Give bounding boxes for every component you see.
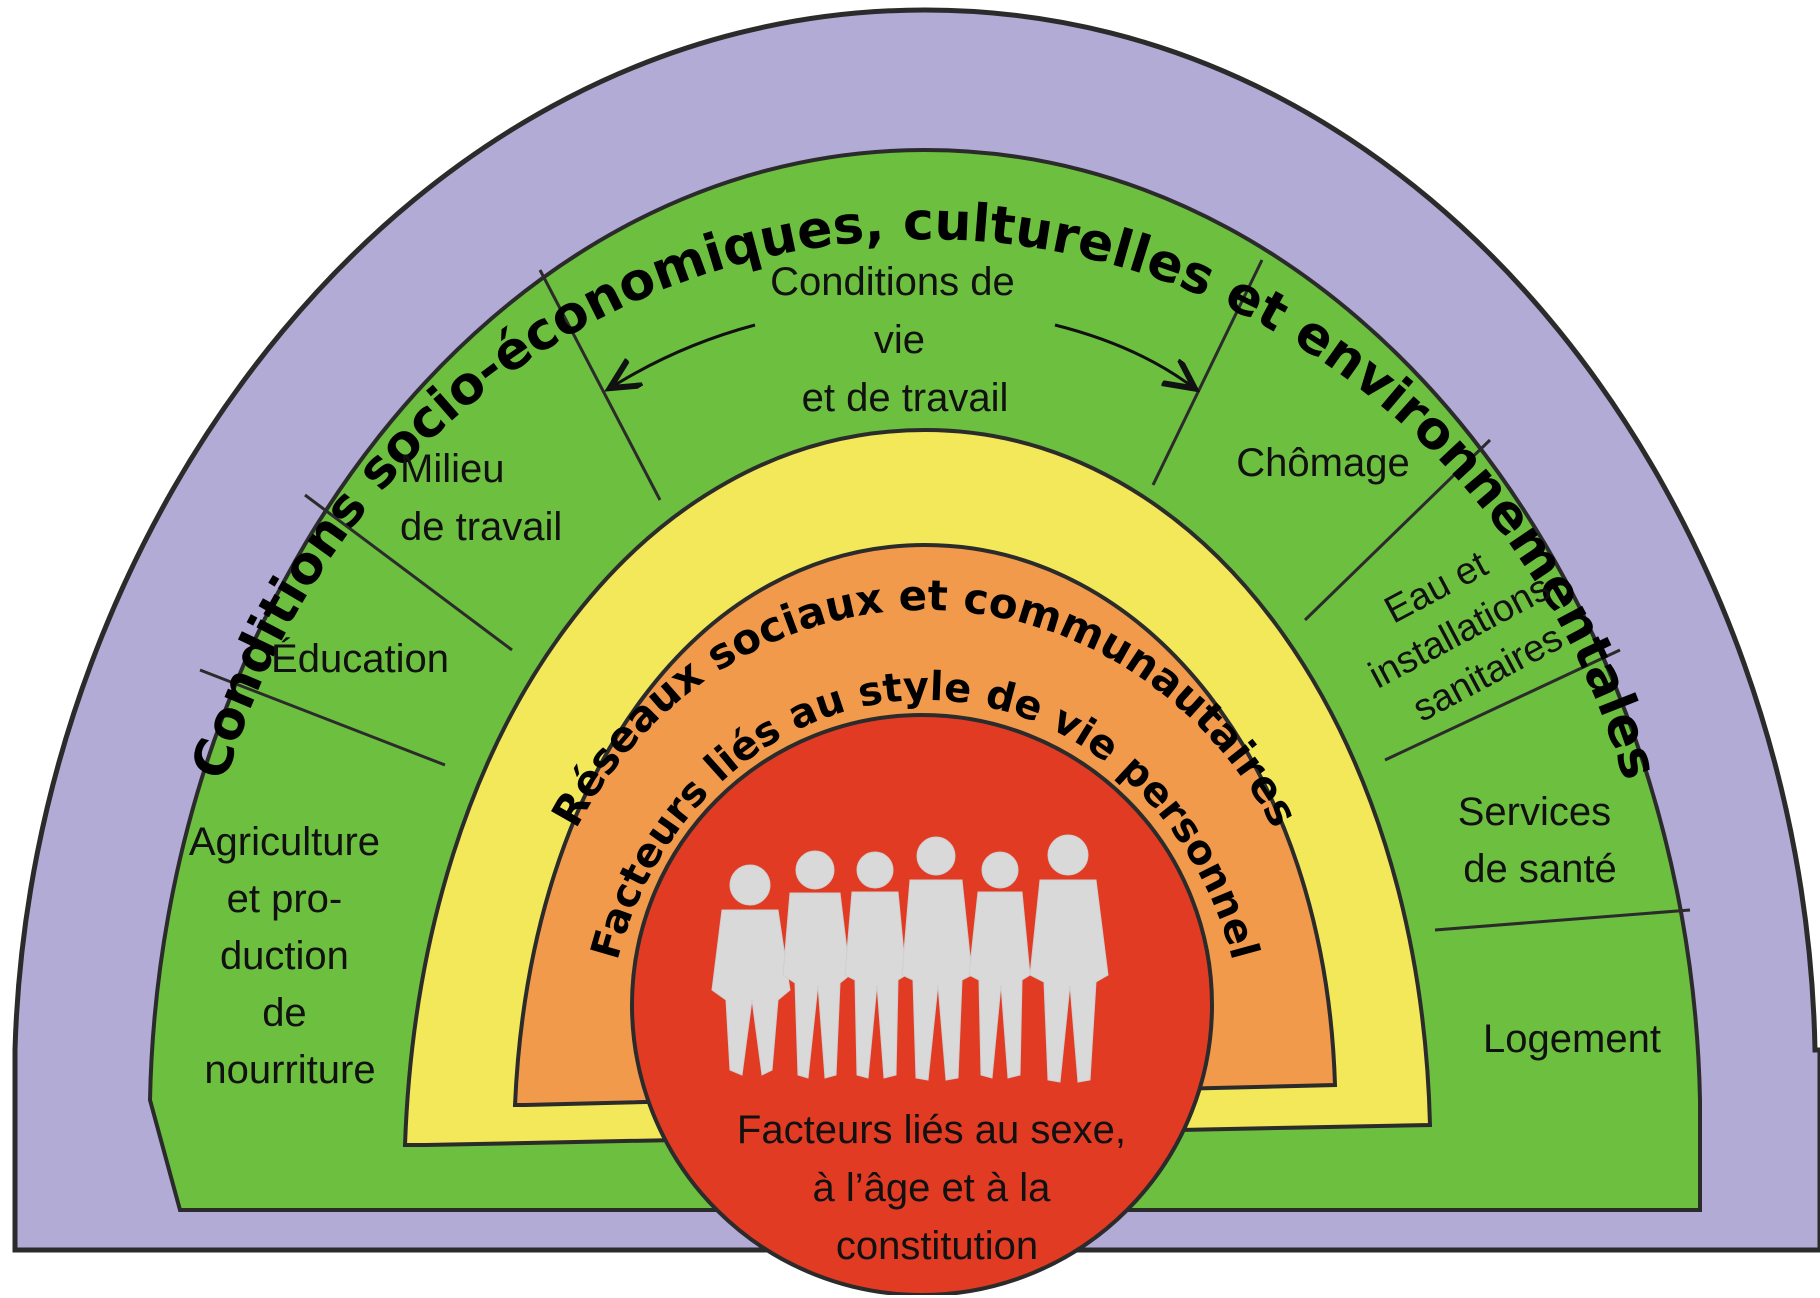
sector-workplace: Milieu de travail (400, 447, 562, 549)
left-arrow-icon (615, 323, 756, 385)
bottom-mask (0, 1295, 1820, 1298)
person-figure-6 (1029, 834, 1109, 1083)
sector-agriculture: Agriculture et pro- duction de nourritur… (189, 820, 391, 1092)
core-line-1: Facteurs liés au sexe, (737, 1108, 1126, 1152)
person-figure-3 (844, 851, 907, 1079)
living-conditions-label: Conditions de vie et de travail (615, 260, 1190, 420)
living-line-1: Conditions de (770, 260, 1015, 304)
core-line-2: à l’âge et à la (812, 1166, 1051, 1210)
right-arrow-icon (1054, 323, 1190, 385)
svg-text:Conditions de vie: Conditions de vie et de travail (770, 260, 1026, 420)
person-figure-5 (968, 851, 1031, 1079)
person-figure-4 (901, 836, 973, 1081)
sector-unemployment: Chômage (1236, 441, 1409, 485)
sector-health: Services de santé (1458, 790, 1623, 891)
core-label: Facteurs liés au sexe, à l’âge et à la c… (737, 1108, 1137, 1268)
sector-education: Éducation (271, 636, 449, 681)
person-figure-1 (711, 864, 791, 1076)
sector-dividers (199, 259, 1691, 932)
people-silhouettes-icon (711, 834, 1109, 1083)
core-line-3: constitution (836, 1224, 1038, 1268)
living-line-2: vie (874, 318, 925, 362)
living-line-3: et de travail (802, 376, 1009, 420)
sector-housing: Logement (1483, 1017, 1661, 1061)
